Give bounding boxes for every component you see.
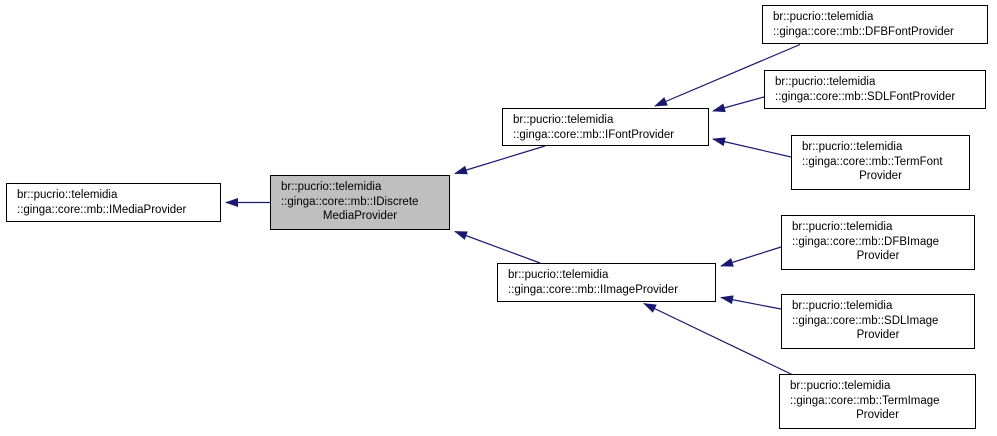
class-node-imediaprovider[interactable]: br::pucrio::telemidia ::ginga::core::mb:… (6, 183, 221, 222)
edge-sdlimageprovider-to-iimageprovider (720, 295, 782, 310)
class-node-termfontprovider[interactable]: br::pucrio::telemidia ::ginga::core::mb:… (791, 135, 970, 190)
edge-termimageprovider-to-iimageprovider (643, 302, 793, 376)
class-name-line: ::ginga::core::mb::TermFont (802, 155, 943, 168)
class-node-ifontprovider[interactable]: br::pucrio::telemidia ::ginga::core::mb:… (502, 108, 709, 146)
class-name-line: br::pucrio::telemidia (513, 114, 614, 126)
edge-ifontprovider-to-idiscretemediaprovider (454, 145, 546, 175)
class-name-line: ::ginga::core::mb::SDLImage (792, 314, 939, 327)
class-name-line: Provider (856, 250, 900, 262)
class-name-line: br::pucrio::telemidia (17, 189, 118, 201)
class-node-sdlfontprovider[interactable]: br::pucrio::telemidia ::ginga::core::mb:… (764, 70, 986, 109)
class-name-line: ::ginga::core::mb::TermImage (790, 394, 940, 407)
class-node-dfbimageprovider[interactable]: br::pucrio::telemidia ::ginga::core::mb:… (781, 215, 975, 270)
class-name-line: br::pucrio::telemidia (508, 269, 609, 281)
class-name-line: ::ginga::core::mb::IFontProvider (513, 128, 675, 141)
class-name-line: Provider (856, 409, 899, 421)
class-node-iimageprovider[interactable]: br::pucrio::telemidia ::ginga::core::mb:… (497, 263, 716, 302)
class-node-sdlimageprovider[interactable]: br::pucrio::telemidia ::ginga::core::mb:… (781, 294, 975, 349)
class-name-line: ::ginga::core::mb::DFBImage (792, 235, 940, 248)
edge-termfontprovider-to-ifontprovider (712, 137, 792, 158)
edge-sdlfontprovider-to-ifontprovider (712, 96, 765, 113)
class-name-line: br::pucrio::telemidia (792, 300, 893, 312)
class-name-line: MediaProvider (322, 210, 398, 222)
edge-dfbfontprovider-to-ifontprovider (654, 43, 801, 107)
class-name-line: br::pucrio::telemidia (773, 11, 874, 23)
class-node-idiscretemediaprovider[interactable]: br::pucrio::telemidia ::ginga::core::mb:… (270, 175, 450, 230)
class-node-dfbfontprovider[interactable]: br::pucrio::telemidia ::ginga::core::mb:… (762, 5, 988, 44)
class-name-line: ::ginga::core::mb::SDLFontProvider (775, 90, 956, 103)
class-name-line: br::pucrio::telemidia (802, 141, 903, 153)
edge-dfbimageprovider-to-iimageprovider (720, 246, 782, 267)
class-name-line: ::ginga::core::mb::DFBFontProvider (773, 25, 954, 38)
class-name-line: br::pucrio::telemidia (790, 380, 891, 392)
edge-iimageprovider-to-idiscretemediaprovider (454, 230, 541, 264)
class-name-line: br::pucrio::telemidia (775, 76, 876, 88)
class-node-termimageprovider[interactable]: br::pucrio::telemidia ::ginga::core::mb:… (779, 374, 976, 429)
class-name-line: br::pucrio::telemidia (281, 181, 382, 193)
class-name-line: Provider (859, 170, 902, 182)
class-name-line: ::ginga::core::mb::IImageProvider (508, 283, 679, 296)
class-name-line: ::ginga::core::mb::IMediaProvider (17, 203, 187, 216)
class-name-line: Provider (856, 329, 900, 341)
class-name-line: ::ginga::core::mb::IDiscrete (281, 195, 419, 208)
class-name-line: br::pucrio::telemidia (792, 221, 893, 233)
